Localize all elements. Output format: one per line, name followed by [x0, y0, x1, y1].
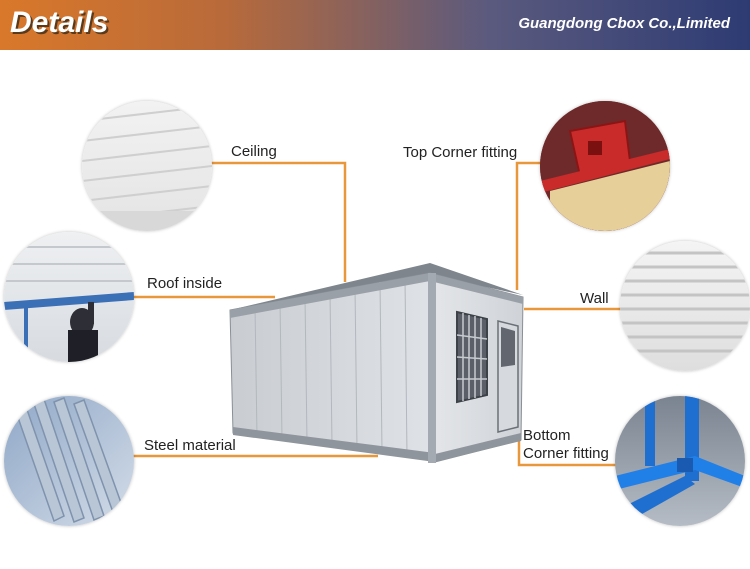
ceiling-photo	[82, 101, 212, 231]
bottom-corner-fitting-label-line2: Corner fitting	[523, 445, 609, 462]
bottom-corner-fitting-photo	[615, 396, 745, 526]
wall-photo	[620, 241, 750, 371]
bottom-corner-fitting-label-line1: Bottom	[523, 427, 571, 444]
steel-material-label: Steel material	[144, 437, 236, 454]
header-banner: Details Guangdong Cbox Co.,Limited	[0, 0, 750, 50]
roof-inside-label: Roof inside	[147, 275, 223, 292]
top-corner-leader-line	[515, 161, 542, 290]
top-corner-fitting-label: Top Corner fitting	[403, 144, 518, 161]
steel-material-photo	[4, 396, 134, 526]
page-title: Details	[10, 6, 109, 39]
roof-inside-photo	[4, 232, 134, 362]
container-house-image	[229, 263, 524, 463]
ceiling-leader-line	[211, 161, 347, 282]
company-name: Guangdong Cbox Co.,Limited	[518, 15, 730, 32]
wall-label: Wall	[580, 290, 609, 307]
ceiling-label: Ceiling	[231, 143, 277, 160]
top-corner-fitting-photo	[540, 101, 670, 231]
